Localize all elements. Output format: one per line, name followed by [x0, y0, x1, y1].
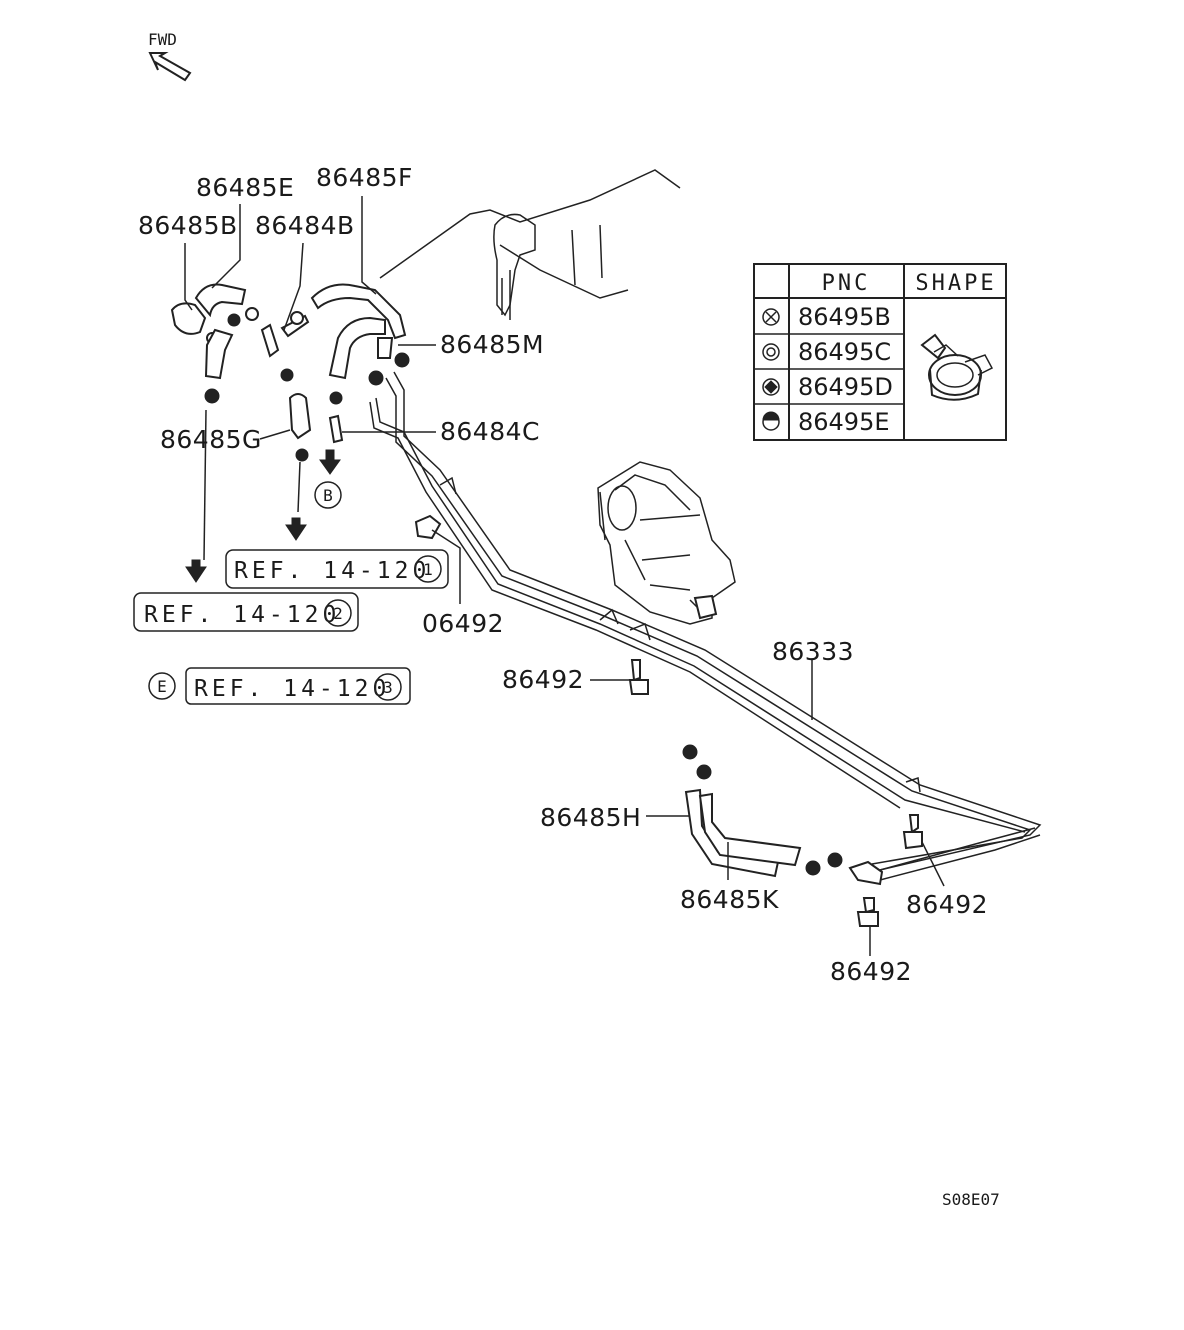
- clamp-table: PNC SHAPE 86495B 86495C 86495D 86495E: [753, 263, 1007, 441]
- engine-component: [597, 461, 736, 625]
- part-label-86333[interactable]: 86333: [772, 637, 854, 666]
- table-header-pnc: PNC: [822, 271, 871, 296]
- ref-box-2-num: 2: [333, 604, 343, 623]
- hose-clamp-icon: [920, 333, 994, 401]
- part-label-86485f[interactable]: 86485F: [316, 163, 413, 192]
- ref-box-2-text: REF. 14-120: [144, 602, 340, 628]
- part-label-86484b[interactable]: 86484B: [255, 211, 355, 240]
- part-label-86485g[interactable]: 86485G: [160, 425, 262, 454]
- ref-box-3-text: REF. 14-120: [194, 676, 390, 702]
- part-label-86492-c[interactable]: 86492: [830, 957, 912, 986]
- fwd-indicator: FWD: [148, 30, 192, 82]
- marker-b: B: [314, 481, 342, 509]
- arrow-down-icon: [185, 559, 207, 583]
- circle-diamond-icon: [762, 378, 780, 396]
- pipe-run-main: [369, 371, 1042, 881]
- part-label-86492-b[interactable]: 86492: [906, 890, 988, 919]
- part-label-86485e[interactable]: 86485E: [196, 173, 294, 202]
- ref-box-3[interactable]: REF. 14-120 3: [185, 667, 411, 705]
- arrow-down-icon: [319, 449, 341, 475]
- ref-box-3-num: 3: [383, 678, 393, 697]
- part-label-86485k[interactable]: 86485K: [680, 885, 779, 914]
- svg-text:B: B: [323, 486, 333, 505]
- fwd-arrow-icon: [148, 52, 192, 82]
- part-labels: 86485E 86485F 86485B 86484B 86485M 86484…: [138, 163, 988, 986]
- table-row-pnc: 86495B: [798, 303, 891, 331]
- hose-cluster-upper: [170, 283, 410, 462]
- part-label-86484c[interactable]: 86484C: [440, 417, 540, 446]
- part-label-86485h[interactable]: 86485H: [540, 803, 641, 832]
- table-row-pnc: 86495C: [798, 338, 891, 366]
- marker-e: E: [148, 672, 176, 700]
- ref-box-1-num: 1: [423, 560, 433, 579]
- part-label-86485m[interactable]: 86485M: [440, 330, 544, 359]
- ref-arrows: [185, 449, 341, 583]
- table-header-shape: SHAPE: [915, 271, 996, 296]
- double-circle-icon: [762, 343, 780, 361]
- hose-cluster-lower: [414, 514, 923, 927]
- ref-box-2[interactable]: REF. 14-120 2: [133, 592, 359, 632]
- svg-text:E: E: [157, 677, 167, 696]
- half-filled-circle-icon: [762, 411, 780, 431]
- part-label-86492-a[interactable]: 86492: [502, 665, 584, 694]
- circle-x-icon: [762, 308, 780, 326]
- leader-lines: [184, 196, 945, 956]
- part-label-86485b[interactable]: 86485B: [138, 211, 238, 240]
- vehicle-outline: [379, 169, 681, 320]
- arrow-down-icon: [285, 517, 307, 541]
- table-row-pnc: 86495D: [798, 373, 893, 401]
- table-row-pnc: 86495E: [798, 408, 890, 436]
- ref-box-1-text: REF. 14-120: [234, 558, 430, 584]
- ref-box-1[interactable]: REF. 14-120 1: [225, 549, 449, 589]
- figure-code: S08E07: [942, 1190, 1000, 1209]
- part-label-06492[interactable]: 06492: [422, 609, 504, 638]
- fwd-label: FWD: [148, 30, 177, 49]
